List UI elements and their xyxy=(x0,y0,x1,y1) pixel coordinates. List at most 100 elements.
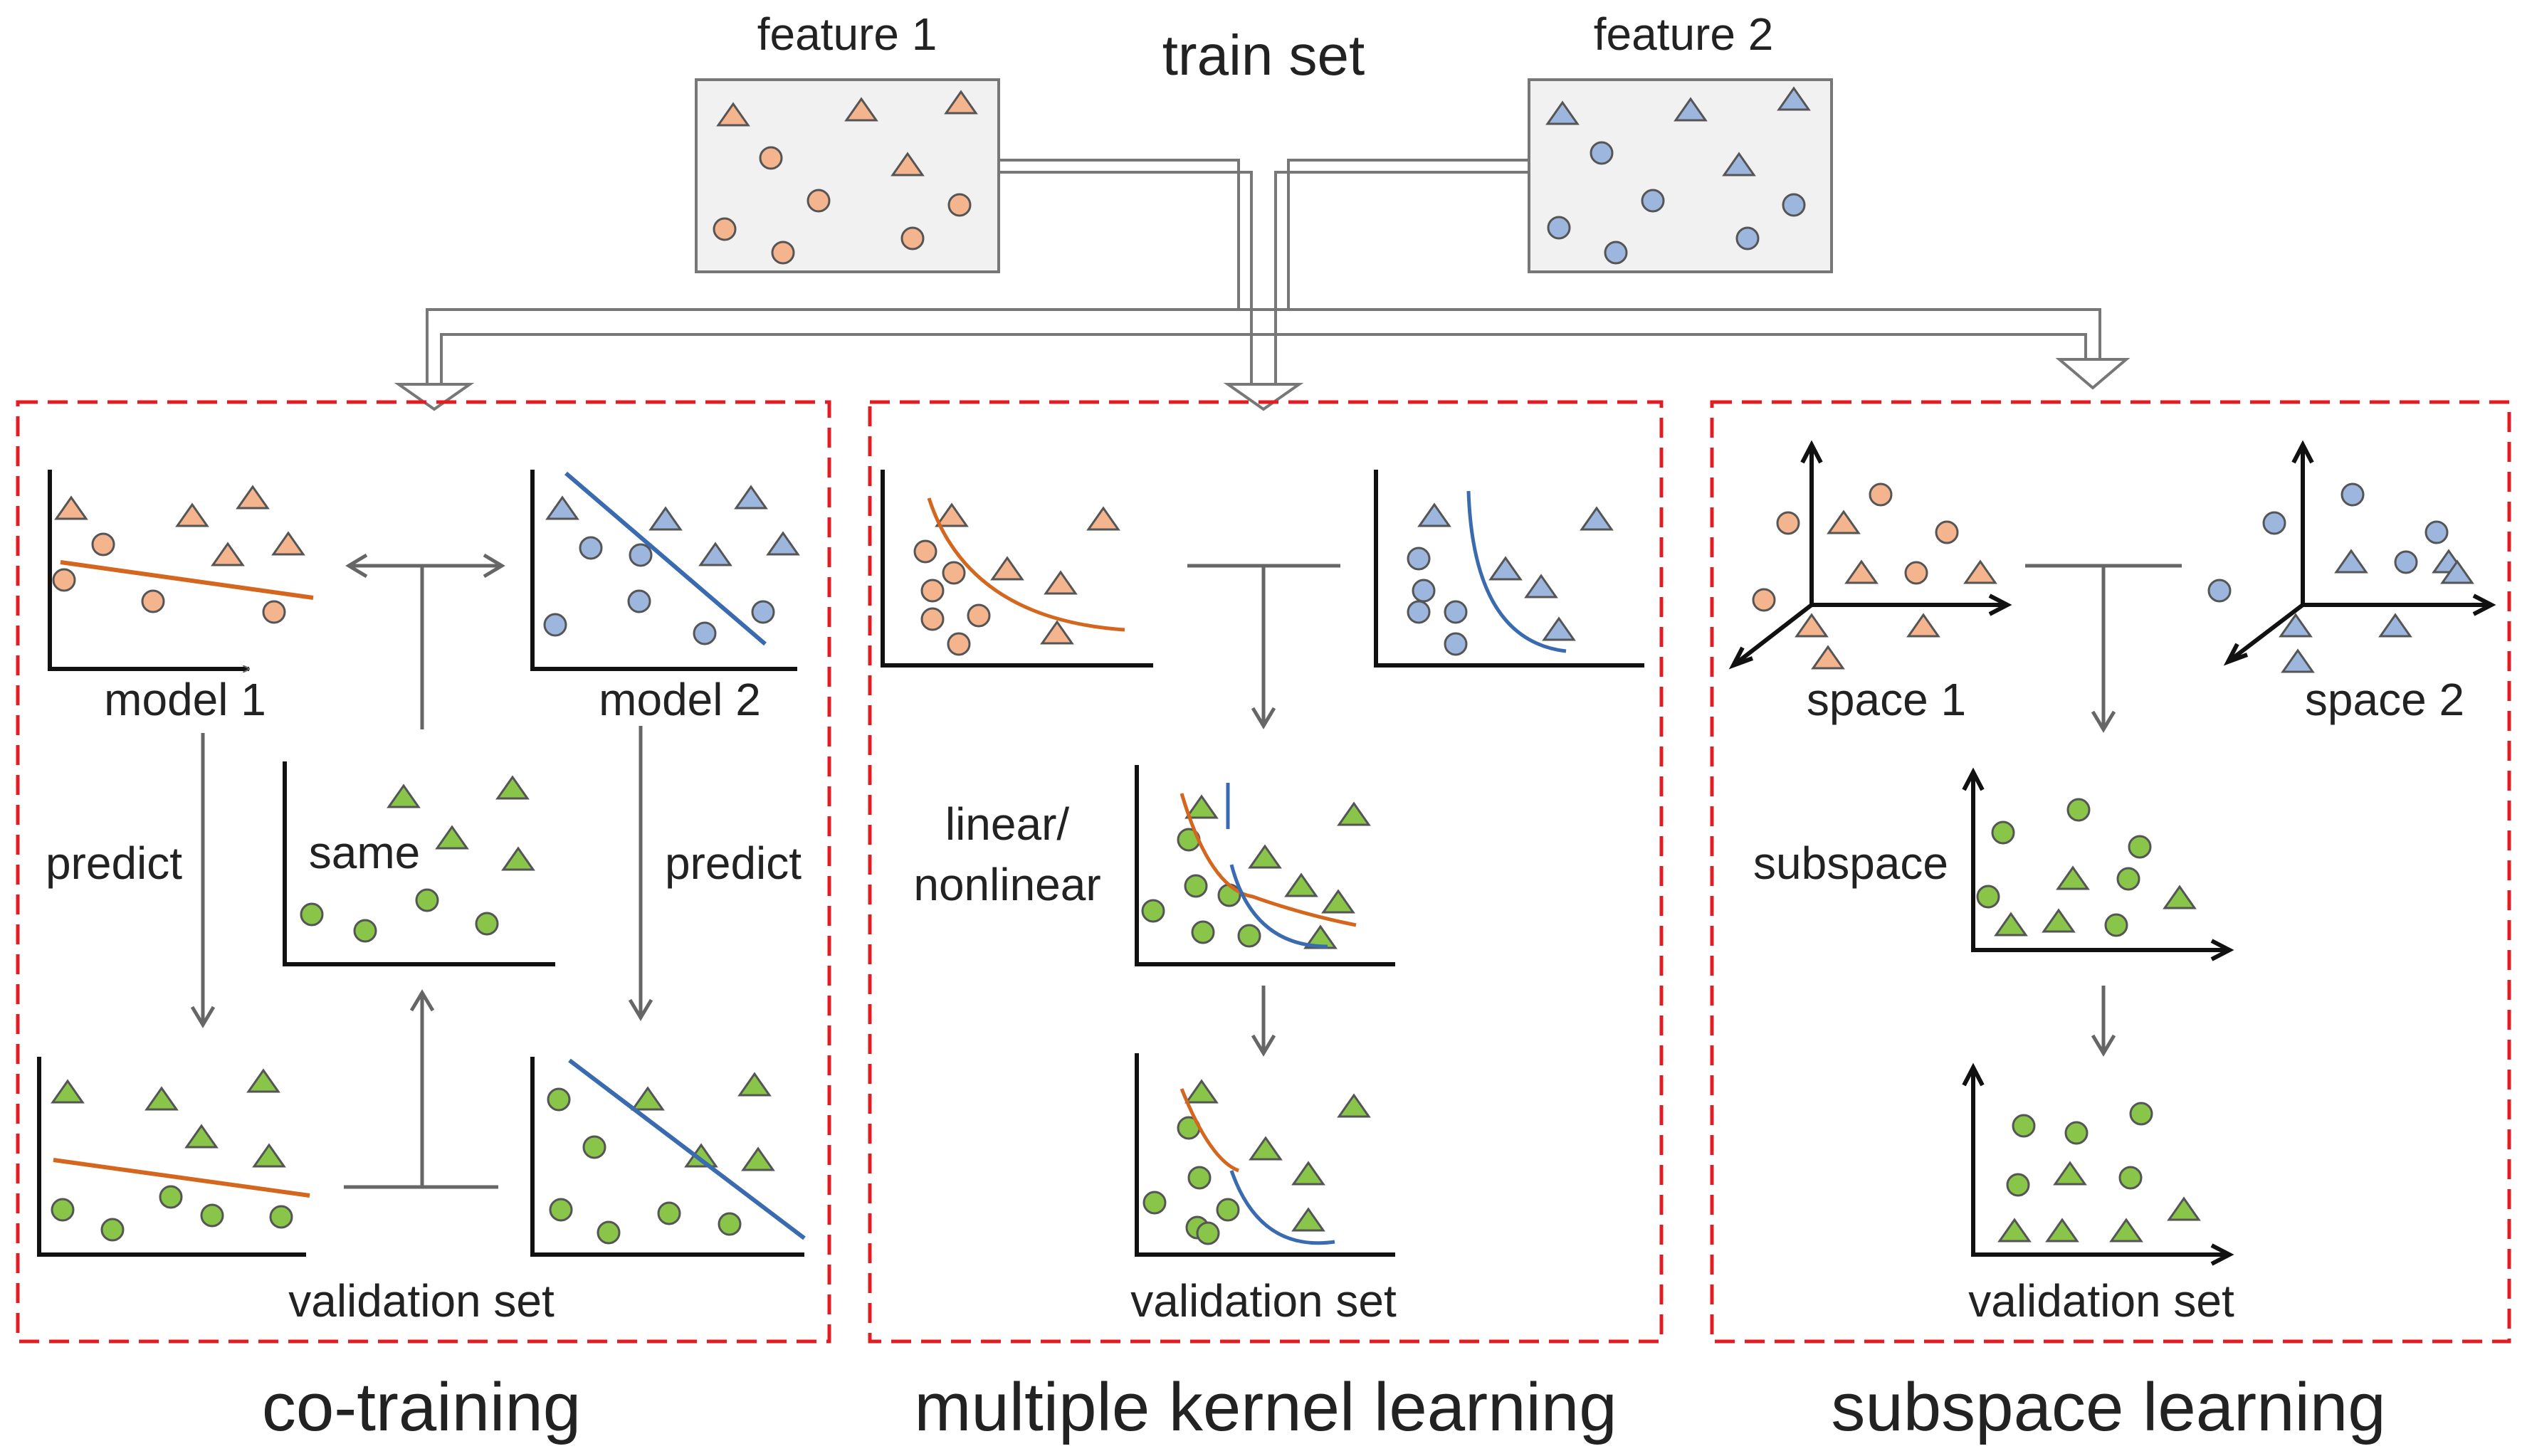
circle-marker xyxy=(2394,550,2418,574)
circle-marker xyxy=(1547,216,1571,240)
circle-marker xyxy=(2116,867,2140,891)
circle-marker xyxy=(1142,1191,1167,1215)
triangle-marker xyxy=(1249,1136,1283,1161)
subspace-label: subspace xyxy=(1753,838,1948,889)
cotraining-frame xyxy=(16,400,831,1344)
triangle-marker xyxy=(435,825,469,850)
circle-marker xyxy=(1752,588,1776,612)
triangle-marker xyxy=(1040,620,1074,645)
triangle-marker xyxy=(1284,872,1318,897)
circle-marker xyxy=(751,600,775,624)
triangle-marker xyxy=(51,1079,85,1104)
circle-marker xyxy=(1735,226,1760,250)
mkl-plot1 xyxy=(881,470,1153,668)
triangle-marker xyxy=(1844,559,1879,584)
subspace-title: subspace learning xyxy=(1831,1369,2385,1445)
model2-label: model 2 xyxy=(599,674,761,725)
triangle-marker xyxy=(891,152,925,176)
circle-marker xyxy=(597,1220,621,1245)
triangle-marker xyxy=(698,542,732,566)
circle-marker xyxy=(1196,1221,1220,1245)
triangle-marker xyxy=(2440,559,2474,584)
triangle-marker xyxy=(1963,559,1997,584)
circle-marker xyxy=(2341,482,2365,507)
circle-marker xyxy=(1407,600,1431,624)
triangle-marker xyxy=(2281,648,2315,673)
circle-marker xyxy=(967,603,991,628)
cotraining-same-plot xyxy=(283,761,555,966)
circle-marker xyxy=(693,621,717,645)
circle-marker xyxy=(1776,511,1800,535)
triangle-marker xyxy=(211,542,245,566)
triangle-marker xyxy=(184,1124,219,1149)
down-arrow-subspace xyxy=(2055,358,2131,390)
mkl-title: multiple kernel learning xyxy=(914,1369,1617,1445)
triangle-marker xyxy=(1795,613,1829,638)
predict-left-label: predict xyxy=(46,838,182,889)
circle-marker xyxy=(100,1218,125,1242)
circle-marker xyxy=(629,543,653,567)
train-set-title: train set xyxy=(1162,23,1365,87)
circle-marker xyxy=(1216,1198,1240,1222)
triangle-marker xyxy=(1184,794,1219,819)
circle-marker xyxy=(1237,924,1261,948)
triangle-marker xyxy=(1184,1079,1219,1104)
circle-marker xyxy=(549,1198,573,1222)
triangle-marker xyxy=(1580,506,1614,531)
triangle-marker xyxy=(2279,613,2313,638)
val2-fit-line xyxy=(568,1058,806,1240)
triangle-marker xyxy=(1906,613,1940,638)
circle-marker xyxy=(475,912,499,936)
triangle-marker xyxy=(1086,506,1120,531)
val1-fit-line xyxy=(53,1158,310,1198)
circle-marker xyxy=(2129,1102,2153,1126)
circle-marker xyxy=(920,607,945,631)
circle-marker xyxy=(269,1205,293,1229)
linear-label: linear/ xyxy=(945,798,1070,850)
cotraining-val2-plot xyxy=(530,1057,804,1257)
subspace-arrows xyxy=(2025,564,2182,1057)
circle-marker xyxy=(1641,189,1665,213)
subspace-frame xyxy=(1710,400,2511,1344)
circle-marker xyxy=(1935,520,1959,544)
triangle-marker xyxy=(2378,613,2412,638)
triangle-marker xyxy=(684,1143,718,1168)
triangle-marker xyxy=(944,90,978,115)
triangle-marker xyxy=(990,556,1024,581)
triangle-marker xyxy=(2056,865,2090,890)
triangle-marker xyxy=(2042,908,2076,933)
triangle-marker xyxy=(1248,844,1282,869)
mkl-validation-label: validation set xyxy=(1130,1275,1397,1326)
circle-marker xyxy=(2006,1173,2030,1197)
cotraining-points xyxy=(51,485,800,1245)
circle-marker xyxy=(582,1135,606,1159)
triangle-marker xyxy=(495,775,530,800)
circle-marker xyxy=(2012,1114,2036,1138)
down-arrow-cotraining xyxy=(394,383,475,411)
triangle-marker xyxy=(2334,549,2368,574)
feature2-label: feature 2 xyxy=(1594,9,1774,60)
circle-marker xyxy=(947,193,972,217)
circle-marker xyxy=(1604,241,1628,265)
circle-marker xyxy=(579,536,603,560)
circle-marker xyxy=(2118,1166,2143,1190)
cotraining-arrows xyxy=(190,553,653,1189)
circle-marker xyxy=(2066,798,2091,822)
circle-marker xyxy=(913,539,937,564)
cotraining-validation-label: validation set xyxy=(288,1275,555,1326)
cotraining-val1-plot xyxy=(37,1057,306,1257)
triangle-marker xyxy=(1994,912,2028,937)
triangle-marker xyxy=(631,1086,665,1111)
triangle-marker xyxy=(387,784,421,808)
circle-marker xyxy=(141,589,165,613)
subspace-points xyxy=(1752,482,2474,1243)
circle-marker xyxy=(1976,885,2000,909)
circle-marker xyxy=(1191,920,1215,944)
triangle-marker xyxy=(1417,502,1451,527)
circle-marker xyxy=(900,226,925,250)
mkl-arrows xyxy=(1187,564,1340,1057)
mkl-curves xyxy=(927,490,1567,1245)
triangle-marker xyxy=(1811,645,1845,670)
triangle-marker xyxy=(246,1068,280,1093)
